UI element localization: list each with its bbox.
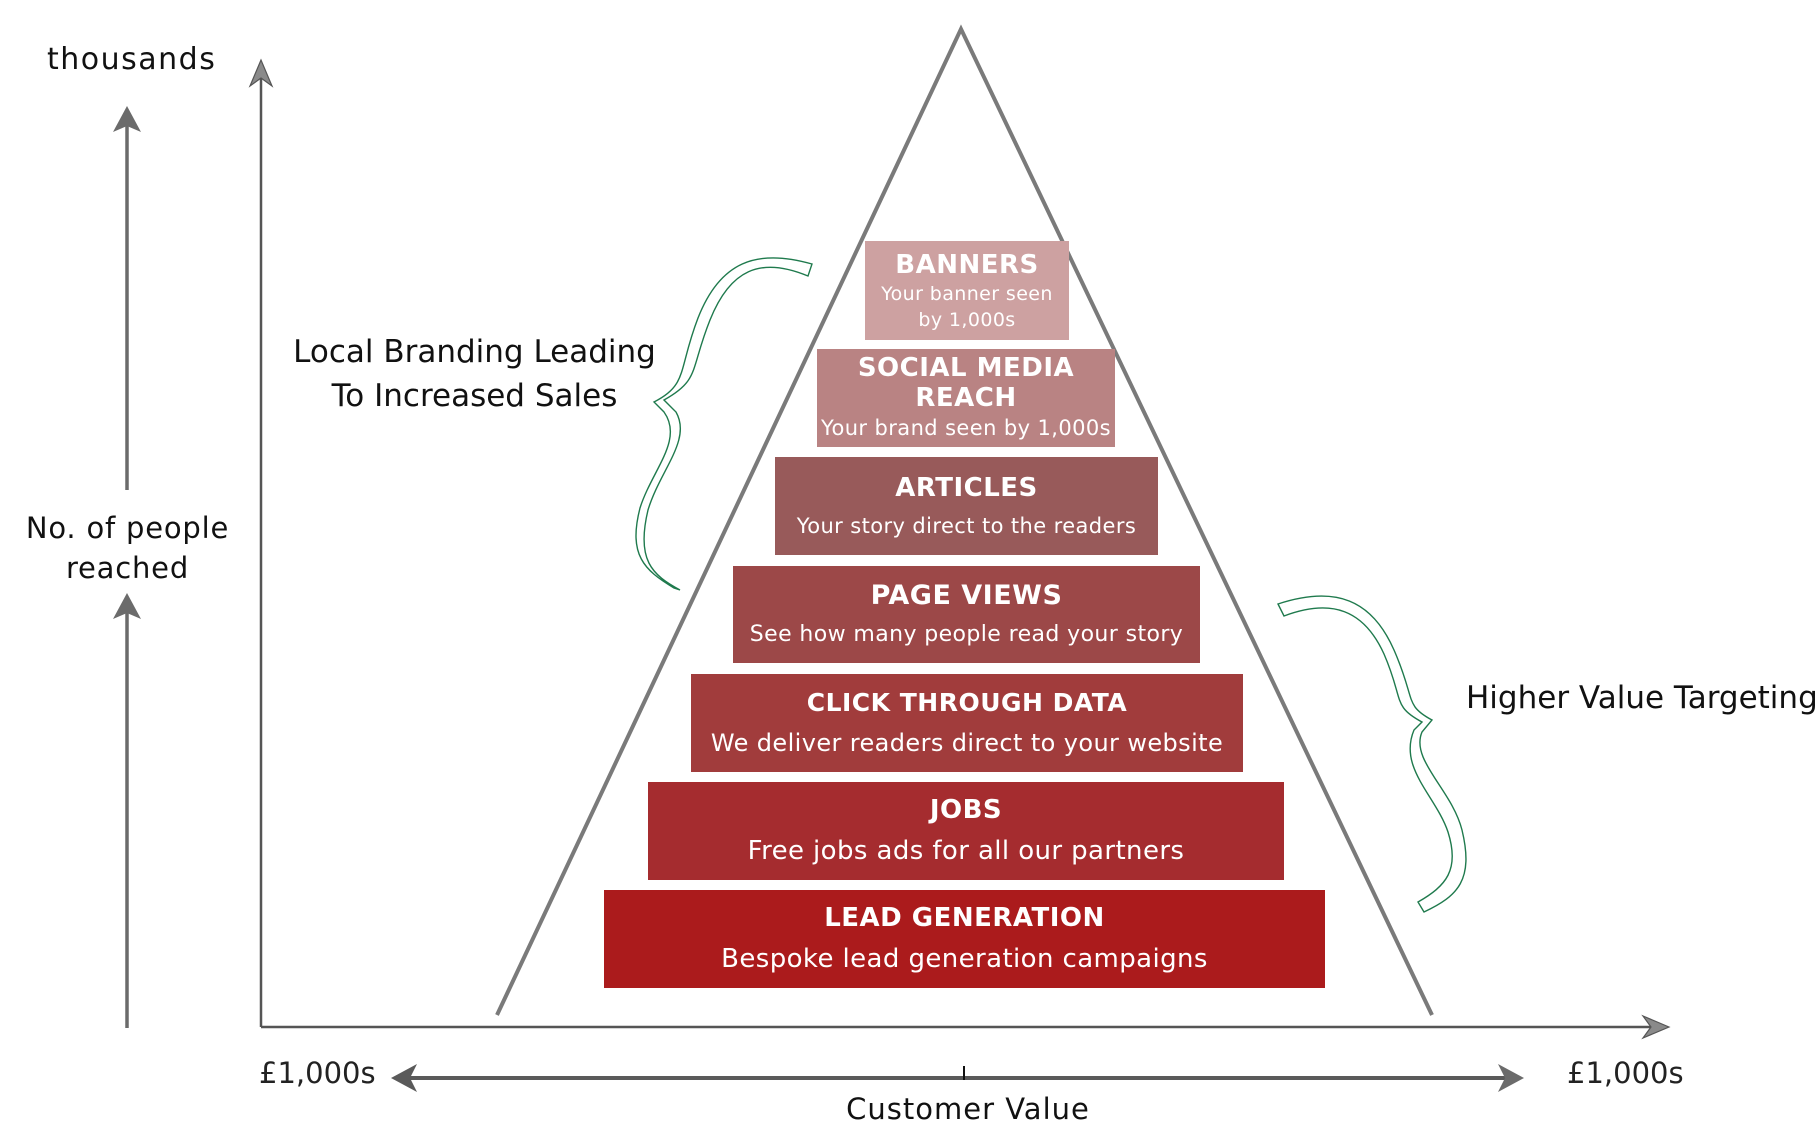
y-axis-arrowhead-icon [248, 58, 274, 88]
tier-subtitle: Bespoke lead generation campaigns [721, 944, 1208, 974]
tier-banners: BANNERS Your banner seen by 1,000s [865, 241, 1069, 340]
tier-subtitle: We deliver readers direct to your websit… [710, 729, 1224, 757]
tier-click-through-data: CLICK THROUGH DATA We deliver readers di… [691, 674, 1243, 772]
people-arrow-lower-head-icon [113, 593, 141, 619]
tier-title: BANNERS [895, 249, 1039, 280]
x-axis-right-label: £1,000s [1567, 1056, 1684, 1090]
left-annotation: Local Branding Leading To Increased Sale… [282, 330, 667, 418]
tier-subtitle: Your brand seen by 1,000s [821, 416, 1111, 440]
left-annotation-line2: To Increased Sales [331, 378, 618, 414]
tier-page-views: PAGE VIEWS See how many people read your… [733, 566, 1200, 663]
tier-subtitle: Your story direct to the readers [796, 514, 1137, 538]
tier-social-media-reach: SOCIAL MEDIA REACH Your brand seen by 1,… [817, 349, 1115, 447]
right-annotation: Higher Value Targeting [1466, 680, 1816, 716]
tier-title: CLICK THROUGH DATA [806, 688, 1128, 717]
tier-title: JOBS [929, 795, 1003, 825]
y-axis-title-line1: No. of people [25, 511, 230, 545]
tier-title: LEAD GENERATION [824, 903, 1105, 933]
tier-subtitle: Free jobs ads for all our partners [747, 836, 1185, 866]
right-brace-icon [1277, 595, 1467, 913]
tier-title: SOCIAL MEDIA REACH [857, 353, 1075, 413]
tier-title: ARTICLES [895, 473, 1038, 503]
x-axis-arrowhead-icon [1641, 1014, 1671, 1040]
customer-value-arrow-right-icon [1498, 1064, 1524, 1092]
tier-subtitle: Your banner seen by 1,000s [881, 282, 1053, 331]
tier-lead-generation: LEAD GENERATION Bespoke lead generation … [604, 890, 1325, 988]
x-axis-title: Customer Value [846, 1092, 1090, 1126]
tier-subtitle: See how many people read your story [749, 621, 1184, 647]
pyramid-outline [495, 24, 1434, 1016]
left-annotation-line1: Local Branding Leading [293, 334, 656, 370]
tier-jobs: JOBS Free jobs ads for all our partners [648, 782, 1284, 880]
tier-title: PAGE VIEWS [870, 579, 1063, 611]
y-axis-title: No. of people reached [20, 508, 235, 588]
people-arrow-upper-head-icon [113, 106, 141, 132]
y-axis-title-line2: reached [65, 551, 190, 585]
x-axis-left-label: £1,000s [259, 1056, 376, 1090]
left-brace-icon [635, 257, 813, 591]
customer-value-arrow-left-icon [391, 1064, 417, 1092]
tier-articles: ARTICLES Your story direct to the reader… [775, 457, 1158, 555]
y-axis-units-label: thousands [47, 42, 217, 77]
